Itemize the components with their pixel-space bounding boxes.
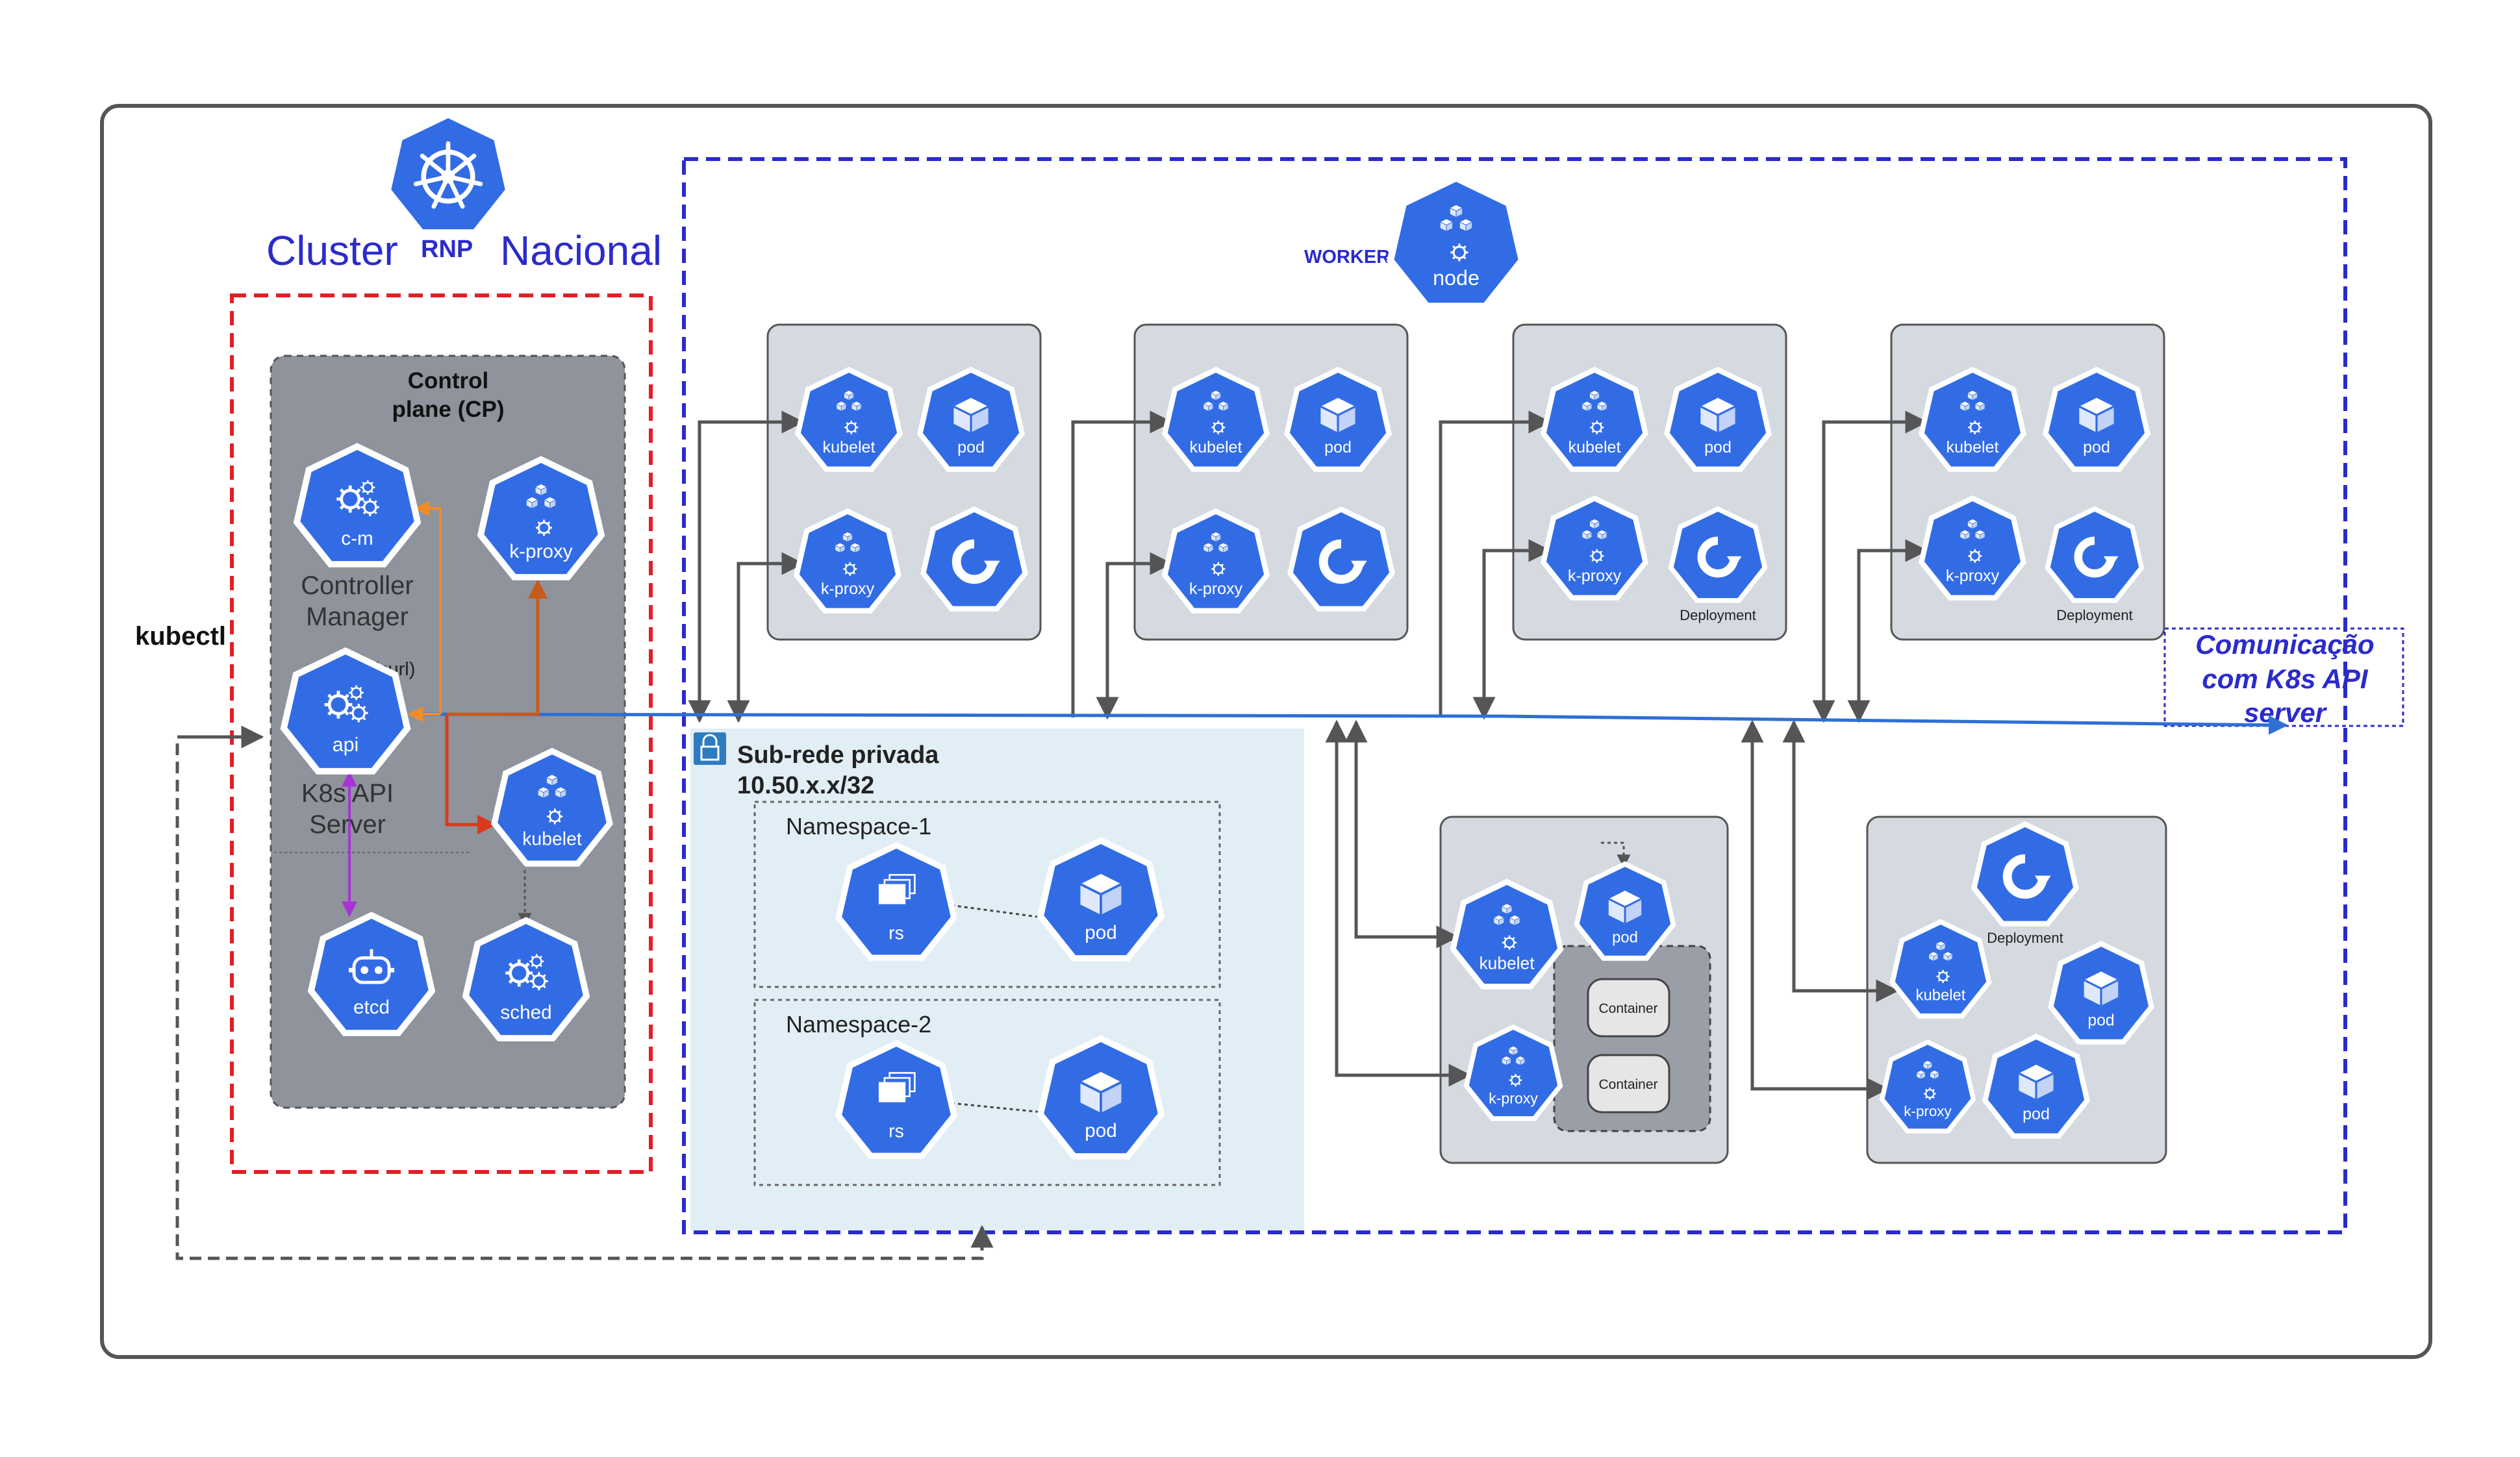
control-plane-title-1: Control — [408, 368, 488, 393]
node6-kubelet-icon: kubelet — [1889, 919, 1992, 1019]
node2-deployment-icon — [1287, 506, 1395, 612]
node3-kproxy-icon: k-proxy — [1541, 495, 1648, 601]
node2-kubelet-label: kubelet — [1190, 438, 1242, 456]
controller-manager-label: c-m — [341, 528, 373, 549]
node4-kubelet-label: kubelet — [1947, 438, 1999, 456]
node1-deployment-icon — [920, 506, 1028, 612]
etcd-icon: etcd — [307, 912, 436, 1036]
namespace-1-box — [753, 801, 1221, 988]
container-1-label: Container — [1598, 1001, 1657, 1016]
comms-box — [2163, 627, 2404, 727]
ns2-pod-icon: pod — [1037, 1035, 1165, 1160]
kubernetes-logo-icon — [384, 111, 512, 236]
node1-pod-label: pod — [957, 438, 985, 456]
cluster-title-left: Cluster — [266, 227, 398, 274]
node6-deployment-icon — [1971, 821, 2079, 927]
node6-pod-1-label: pod — [2087, 1012, 2114, 1030]
node5-kproxy-icon: k-proxy — [1463, 1024, 1563, 1121]
scheduler-icon: sched — [462, 917, 590, 1041]
api-server-label-1: K8s API — [301, 779, 394, 808]
node3-pod-icon: pod — [1664, 366, 1772, 472]
ns1-replicaset-label: rs — [888, 923, 904, 943]
worker-node-label: node — [1433, 266, 1480, 290]
ns2-pod-label: pod — [1085, 1120, 1117, 1141]
comms-line-3: server — [2244, 697, 2328, 728]
cp-kproxy-label: k-proxy — [509, 541, 572, 562]
node3-kubelet-label: kubelet — [1569, 438, 1621, 456]
ns2-replicaset-icon: rs — [835, 1040, 957, 1159]
cp-kubelet-icon: kubelet — [491, 747, 613, 867]
worker-node-icon: node — [1387, 174, 1526, 310]
container-2-label: Container — [1598, 1077, 1657, 1092]
ns1-replicaset-icon: rs — [835, 841, 957, 961]
node4-kproxy-icon: k-proxy — [1919, 495, 2026, 601]
outer-frame — [100, 104, 2432, 1359]
node3-deployment-icon — [1668, 506, 1768, 603]
kubectl-label: kubectl — [135, 622, 226, 651]
node4-kproxy-label: k-proxy — [1946, 567, 2000, 585]
deployment-label-1: Deployment — [1680, 607, 1756, 623]
control-plane-region — [230, 293, 653, 1174]
node2-kproxy-label: k-proxy — [1189, 580, 1243, 598]
node3-kproxy-label: k-proxy — [1568, 567, 1622, 585]
node6-pod-2-label: pod — [2022, 1105, 2050, 1123]
node4-deployment-icon — [2045, 506, 2145, 603]
node6-kproxy-label: k-proxy — [1904, 1103, 1952, 1119]
api-server-icon: api — [280, 647, 411, 775]
comms-line-2: com K8s API — [2202, 664, 2369, 694]
node2-pod-icon: pod — [1284, 366, 1392, 472]
node1-pod-icon: pod — [917, 366, 1025, 472]
node6-kubelet-label: kubelet — [1916, 987, 1966, 1004]
api-communication-line — [412, 712, 2288, 735]
node4-kubelet-icon: kubelet — [1919, 366, 2026, 472]
cp-kubelet-label: kubelet — [522, 828, 582, 849]
worker-label: WORKER — [1304, 247, 1390, 268]
node1-kproxy-label: k-proxy — [821, 580, 875, 598]
worker-region — [682, 157, 2347, 1234]
api-server-label-2: Server — [309, 810, 386, 839]
ns1-pod-icon: pod — [1037, 837, 1165, 962]
node2-kproxy-icon: k-proxy — [1162, 508, 1270, 614]
controller-manager-label-2: Manager — [306, 603, 409, 631]
node4-pod-icon: pod — [2043, 366, 2150, 472]
node4-pod-label: pod — [2083, 438, 2110, 456]
node1-kubelet-label: kubelet — [823, 438, 876, 456]
ns1-pod-label: pod — [1085, 922, 1117, 943]
cluster-title-right: Nacional — [500, 227, 662, 274]
node5-kubelet-label: kubelet — [1479, 954, 1535, 973]
ns2-replicaset-label: rs — [888, 1121, 904, 1141]
container-1 — [1587, 978, 1670, 1038]
node5-kproxy-label: k-proxy — [1489, 1090, 1538, 1106]
node2-kubelet-icon: kubelet — [1162, 366, 1270, 472]
node1-kubelet-icon: kubelet — [795, 366, 903, 472]
node6-pod-1-icon: pod — [2048, 941, 2154, 1045]
subnet-title-2: 10.50.x.x/32 — [737, 772, 874, 799]
node5-kubelet-icon: kubelet — [1450, 878, 1564, 990]
namespace-2-label: Namespace-2 — [786, 1011, 931, 1038]
api-server-label: api — [333, 734, 359, 756]
namespace-2-box — [753, 999, 1221, 1186]
node2-pod-label: pod — [1324, 438, 1352, 456]
node5-pod-label: pod — [1612, 929, 1638, 947]
controller-manager-icon: c-m — [293, 443, 422, 567]
subnet-box — [690, 728, 1304, 1230]
node6-kproxy-icon: k-proxy — [1879, 1039, 1976, 1134]
deployment-label-2: Deployment — [2056, 607, 2132, 623]
comms-line-1: Comunicação — [2195, 629, 2374, 660]
etcd-label: etcd — [353, 997, 390, 1018]
node6-pod-2-icon: pod — [1982, 1033, 2090, 1139]
cluster-title-mid: RNP — [421, 236, 473, 263]
container-2 — [1587, 1054, 1670, 1114]
node3-kubelet-icon: kubelet — [1541, 366, 1648, 472]
cp-kproxy-icon: k-proxy — [477, 456, 605, 580]
control-plane-title-2: plane (CP) — [392, 397, 504, 422]
node5-pod-icon: pod — [1574, 861, 1676, 961]
node3-pod-label: pod — [1704, 438, 1732, 456]
subnet-title-1: Sub-rede privada — [737, 741, 939, 769]
scheduler-label: sched — [500, 1002, 551, 1023]
deployment-label-3: Deployment — [1987, 930, 2063, 946]
node1-kproxy-icon: k-proxy — [794, 508, 901, 614]
namespace-1-label: Namespace-1 — [786, 813, 931, 840]
controller-manager-label-1: Controller — [301, 571, 413, 600]
